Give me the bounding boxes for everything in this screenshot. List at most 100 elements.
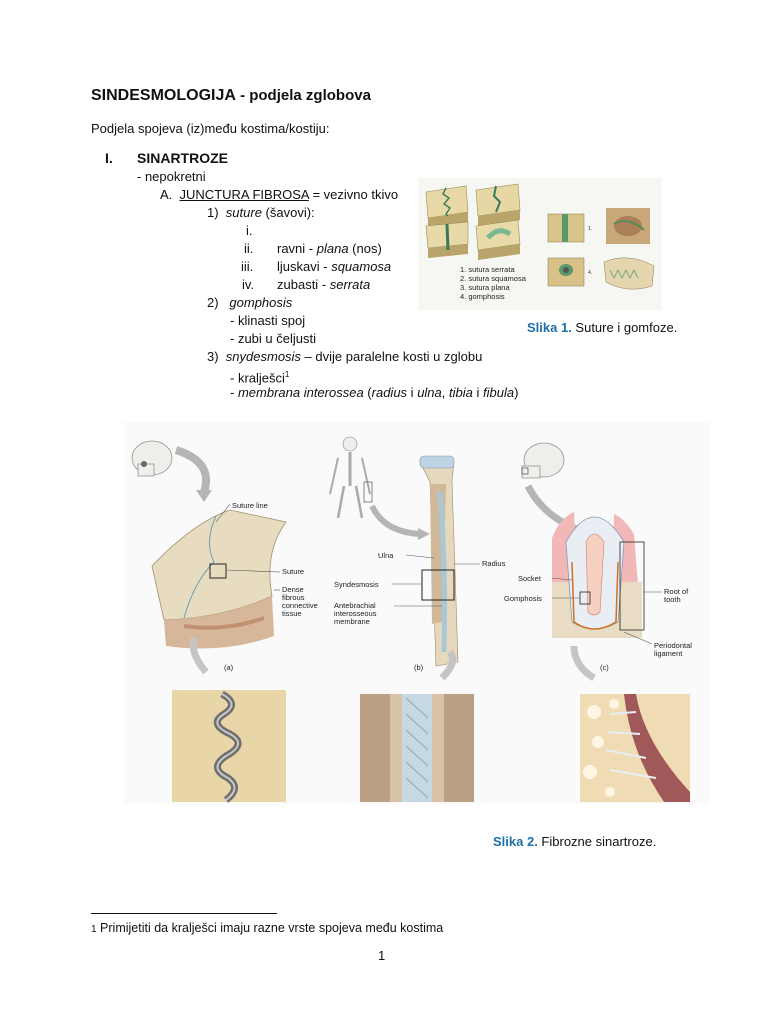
forearm-bones bbox=[419, 455, 459, 667]
l2-mid4: i bbox=[472, 385, 483, 400]
title-bold: SINDESMOLOGIJA bbox=[91, 87, 236, 104]
label-c: (c) bbox=[600, 663, 609, 672]
label-perio-2: ligament bbox=[654, 649, 683, 658]
suture-item-4: zubasti - serrata bbox=[277, 276, 370, 294]
fig1-num-b: 4. bbox=[588, 270, 592, 276]
tooth-diagram bbox=[552, 512, 645, 638]
label-ulna: Ulna bbox=[378, 551, 394, 560]
label-radius: Radius bbox=[482, 559, 506, 568]
suture-heading: 1) suture (šavovi): bbox=[207, 204, 315, 222]
gomphosis-name: gomphosis bbox=[229, 295, 293, 310]
subsection-a-label: A. bbox=[160, 187, 173, 202]
fig1-legend-4: 4. gomphosis bbox=[460, 292, 505, 301]
label-a: (a) bbox=[224, 663, 234, 672]
footnote-text: Primijetiti da kralješci imaju razne vrs… bbox=[96, 921, 444, 935]
footnote-divider bbox=[91, 913, 277, 914]
label-b: (b) bbox=[414, 663, 424, 672]
subsection-a: A. JUNCTURA FIBROSA = vezivno tkivo bbox=[160, 186, 398, 204]
skeleton-icon bbox=[329, 436, 373, 519]
syndesmosis-line-1: - kralješci1 bbox=[230, 366, 289, 387]
suture-plana-block bbox=[425, 221, 469, 258]
intro-text: Podjela spojeva (iz)među kostima/kostiju… bbox=[91, 121, 330, 136]
label-root-2: tooth bbox=[664, 595, 681, 604]
zoom-syndesmosis-panel bbox=[360, 694, 474, 802]
label-perio-1: Periodontal bbox=[654, 641, 692, 650]
gomphosis-num: 2) bbox=[207, 295, 219, 310]
label-syndesmosis: Syndesmosis bbox=[334, 580, 379, 589]
l2-it3: ulna bbox=[417, 385, 442, 400]
figure-1-caption-label: Slika 1. bbox=[527, 320, 572, 335]
figure-2-image: Suture line Suture Dense fibrous connect… bbox=[124, 422, 710, 804]
suture-name: suture bbox=[225, 205, 262, 220]
fig1-legend-3: 3. sutura plana bbox=[460, 283, 510, 292]
suture-squamosa-block bbox=[475, 183, 521, 226]
label-gomphosis: Gomphosis bbox=[504, 594, 542, 603]
syndesmosis-line-1-text: - kralješci bbox=[230, 370, 285, 386]
figure-2-caption-text: Fibrozne sinartroze. bbox=[537, 834, 657, 849]
section-title: SINARTROZE bbox=[137, 150, 228, 166]
fig1-legend-2: 2. sutura squamosa bbox=[460, 274, 527, 283]
l2-mid3: , bbox=[441, 385, 449, 400]
gomphosis-line-2: - zubi u čeljusti bbox=[230, 331, 316, 346]
page-title: SINDESMOLOGIJA - podjela zglobova bbox=[91, 87, 371, 105]
figure-1-caption-text: Suture i gomfoze. bbox=[571, 320, 678, 335]
l2-mid2: i bbox=[407, 385, 418, 400]
l2-pre: - bbox=[230, 385, 238, 400]
page-number: 1 bbox=[378, 948, 386, 963]
l2-it4: tibia bbox=[449, 385, 473, 400]
suture-serrata-block bbox=[425, 185, 469, 228]
suture-num: 1) bbox=[207, 205, 219, 220]
label-antebrachial-2: interosseous bbox=[334, 609, 377, 618]
suture-item-4-italic: serrata bbox=[329, 277, 371, 292]
footnote: 1 Primijetiti da kralješci imaju razne v… bbox=[91, 921, 443, 935]
fig1-right-4 bbox=[603, 257, 655, 290]
figure-2-caption-label: Slika 2. bbox=[493, 834, 538, 849]
skull-c-icon bbox=[521, 442, 565, 479]
label-antebrachial-3: membrane bbox=[334, 617, 370, 626]
l2-it1: membrana interossea bbox=[237, 385, 364, 400]
label-suture: Suture bbox=[282, 567, 304, 576]
suture-rest: (šavovi): bbox=[261, 205, 315, 220]
subsection-a-title: JUNCTURA FIBROSA bbox=[179, 187, 309, 202]
l2-end: ) bbox=[514, 385, 519, 400]
suture-item-4-roman: iv. bbox=[242, 277, 255, 292]
syndesmosis-rest: – dvije paralelne kosti u zglobu bbox=[300, 349, 483, 364]
fig1-num-a: 1. bbox=[588, 226, 592, 232]
label-dense-2: fibrous bbox=[282, 593, 305, 602]
label-dense-3: connective bbox=[282, 601, 318, 610]
l2-it2: radius bbox=[371, 385, 408, 400]
title-rest: - podjela zglobova bbox=[235, 87, 371, 104]
fig1-right-3 bbox=[547, 257, 585, 287]
suture-item-3-roman: iii. bbox=[241, 259, 254, 274]
label-dense-1: Dense bbox=[282, 585, 304, 594]
suture-item-2: ravni - plana (nos) bbox=[277, 240, 382, 258]
syndesmosis-num: 3) bbox=[207, 349, 219, 364]
figure-2-svg: Suture line Suture Dense fibrous connect… bbox=[124, 422, 710, 804]
suture-item-2-italic: plana bbox=[316, 241, 349, 256]
label-antebrachial-1: Antebrachial bbox=[334, 601, 376, 610]
fig1-legend-1: 1. sutura serrata bbox=[460, 265, 515, 274]
section-sub: - nepokretni bbox=[137, 169, 206, 184]
suture-item-4-plain: zubasti - bbox=[277, 277, 330, 292]
label-dense-4: tissue bbox=[282, 609, 302, 618]
gomphosis-heading: 2) gomphosis bbox=[207, 294, 292, 312]
suture-block-4 bbox=[475, 219, 521, 260]
label-root-1: Root of bbox=[664, 587, 689, 596]
suture-item-3-italic: squamosa bbox=[331, 259, 392, 274]
figure-1-image: 1. sutura serrata 2. sutura squamosa 3. … bbox=[418, 178, 662, 310]
skull-a-icon bbox=[131, 440, 173, 477]
fig1-right-1 bbox=[547, 213, 585, 243]
suture-item-3: ljuskavi - squamosa bbox=[277, 258, 391, 276]
section-number: I. bbox=[105, 150, 113, 166]
footnote-number: 1 bbox=[91, 924, 97, 935]
suture-item-3-plain: ljuskavi - bbox=[277, 259, 332, 274]
suture-item-1-roman: i. bbox=[246, 223, 253, 238]
l2-it5: fibula bbox=[482, 385, 515, 400]
gomphosis-line-1: - klinasti spoj bbox=[230, 313, 306, 328]
footnote-ref[interactable]: 1 bbox=[284, 370, 290, 379]
fig1-right-2 bbox=[606, 208, 650, 244]
suture-item-2-roman: ii. bbox=[244, 241, 254, 256]
syndesmosis-name: snydesmosis bbox=[225, 349, 301, 364]
label-suture-line: Suture line bbox=[232, 501, 268, 510]
syndesmosis-line-2: - membrana interossea (radius i ulna, ti… bbox=[230, 384, 518, 402]
